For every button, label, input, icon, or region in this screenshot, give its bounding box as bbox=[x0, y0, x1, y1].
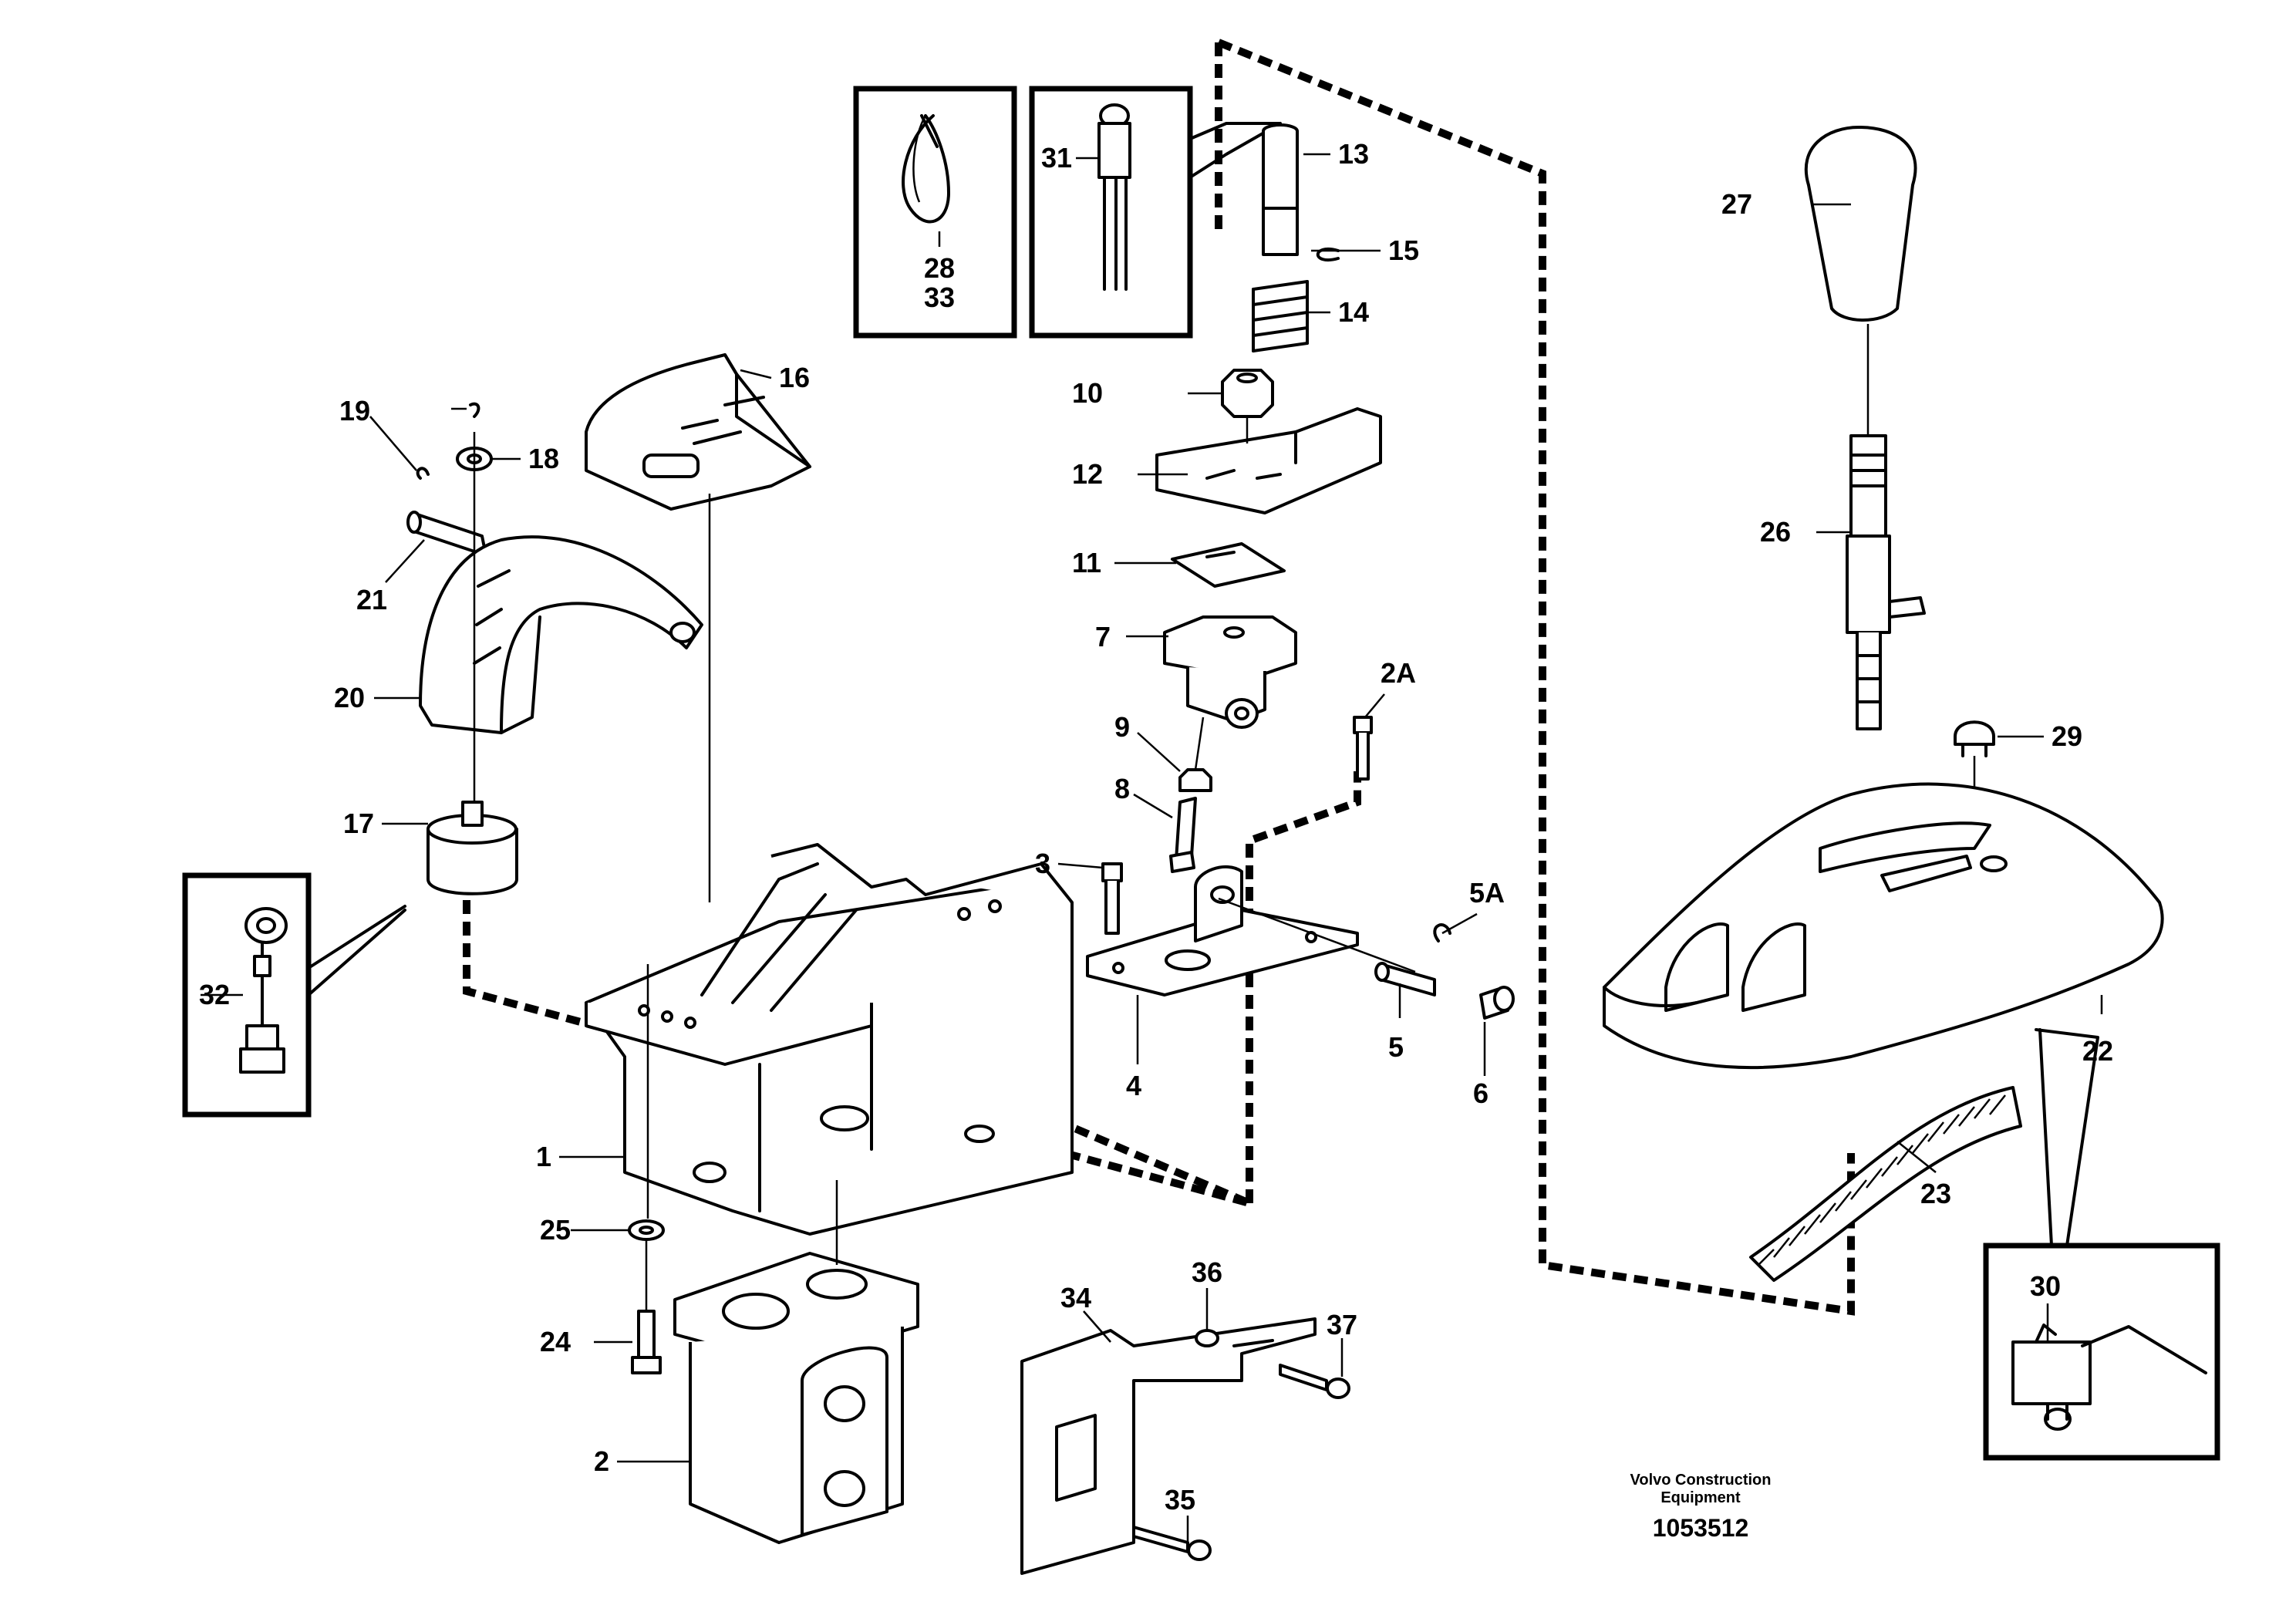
credit-company-line1: Volvo Construction bbox=[1630, 1472, 1772, 1489]
callout-3: 3 bbox=[1035, 848, 1050, 879]
part-13-plunger bbox=[1262, 123, 1299, 256]
part-3-screw bbox=[1101, 862, 1123, 935]
part-2-valve-block bbox=[673, 1180, 919, 1544]
callout-37: 37 bbox=[1327, 1309, 1357, 1340]
callout-4: 4 bbox=[1126, 1070, 1141, 1101]
part-25-washer bbox=[628, 1219, 665, 1241]
part-2A-screw bbox=[1353, 716, 1373, 781]
callout-2: 2 bbox=[594, 1445, 609, 1477]
callout-7: 7 bbox=[1095, 621, 1111, 653]
part-11-shim bbox=[1171, 542, 1286, 588]
callout-11: 11 bbox=[1072, 547, 1101, 578]
part-37-bolt bbox=[1279, 1364, 1350, 1399]
callout-17: 17 bbox=[343, 808, 374, 839]
part-6-bushing bbox=[1479, 986, 1515, 1020]
part-12-plate bbox=[1155, 407, 1382, 514]
callout-24: 24 bbox=[540, 1326, 571, 1357]
part-5-pin bbox=[1374, 962, 1436, 996]
part-34-bracket bbox=[1020, 1317, 1317, 1575]
part-4-base bbox=[1086, 865, 1416, 996]
callout-2A: 2A bbox=[1381, 657, 1416, 689]
callout-19: 19 bbox=[339, 395, 370, 427]
callout-36: 36 bbox=[1192, 1256, 1222, 1288]
part-8-screw bbox=[1169, 797, 1197, 873]
callout-33: 33 bbox=[924, 282, 955, 313]
callout-8: 8 bbox=[1114, 773, 1130, 804]
part-20-bracket bbox=[419, 432, 703, 802]
part-17-damper bbox=[426, 801, 518, 895]
part-15-clip bbox=[1316, 248, 1340, 261]
callout-16: 16 bbox=[779, 362, 810, 393]
part-7-block bbox=[1163, 615, 1297, 729]
leader-lines bbox=[201, 153, 2103, 1543]
callout-23: 23 bbox=[1920, 1178, 1951, 1209]
callout-32: 32 bbox=[199, 979, 230, 1010]
inset-box-ball-joint bbox=[182, 872, 406, 1118]
drawing-number: 1053512 bbox=[1653, 1514, 1749, 1542]
part-1-bracket bbox=[585, 843, 1074, 1236]
callout-20: 20 bbox=[334, 682, 365, 713]
inset-box-cable-tie bbox=[853, 86, 1017, 339]
callout-15: 15 bbox=[1388, 234, 1419, 266]
part-9-nut bbox=[1178, 717, 1212, 792]
inset-box-microswitch bbox=[1983, 1028, 2220, 1461]
callout-22: 22 bbox=[2082, 1035, 2113, 1067]
callout-35: 35 bbox=[1165, 1484, 1195, 1516]
callout-28: 28 bbox=[924, 252, 955, 284]
callout-labels: 1 2 2A 3 4 5 5A 6 7 8 9 10 11 12 13 14 1… bbox=[199, 138, 2113, 1516]
callout-26: 26 bbox=[1760, 516, 1791, 548]
callout-31: 31 bbox=[1041, 142, 1072, 174]
part-16-cover bbox=[585, 353, 811, 902]
callout-25: 25 bbox=[540, 1214, 571, 1246]
part-36-nut bbox=[1195, 1329, 1219, 1347]
part-23-gasket bbox=[1749, 1086, 2022, 1282]
callout-5A: 5A bbox=[1469, 877, 1505, 909]
credit-company-line2: Equipment bbox=[1660, 1489, 1741, 1506]
part-26-lever bbox=[1846, 324, 1926, 730]
callout-34: 34 bbox=[1060, 1282, 1091, 1313]
callout-1: 1 bbox=[536, 1141, 551, 1172]
callout-12: 12 bbox=[1072, 458, 1103, 490]
callout-18: 18 bbox=[528, 443, 559, 474]
callout-14: 14 bbox=[1338, 296, 1369, 328]
drawing-credit: Volvo Construction Equipment 1053512 bbox=[1630, 1472, 1772, 1542]
part-10-nut bbox=[1221, 369, 1274, 418]
part-14-spring bbox=[1252, 280, 1309, 352]
callout-13: 13 bbox=[1338, 138, 1369, 170]
part-19-clip bbox=[416, 402, 480, 480]
callout-29: 29 bbox=[2052, 720, 2082, 752]
part-35-bolt bbox=[1132, 1526, 1212, 1561]
callout-10: 10 bbox=[1072, 377, 1103, 409]
callout-9: 9 bbox=[1114, 711, 1130, 743]
callout-6: 6 bbox=[1473, 1077, 1489, 1109]
part-22-housing bbox=[1603, 782, 2164, 1070]
callout-21: 21 bbox=[356, 584, 387, 615]
part-29-button bbox=[1954, 720, 1995, 856]
callout-30: 30 bbox=[2030, 1270, 2061, 1302]
part-27-knob bbox=[1804, 126, 1917, 322]
callout-27: 27 bbox=[1721, 188, 1752, 220]
callout-5: 5 bbox=[1388, 1031, 1404, 1063]
part-24-bolt bbox=[631, 1238, 662, 1374]
inset-box-led-lamp bbox=[1029, 86, 1282, 339]
